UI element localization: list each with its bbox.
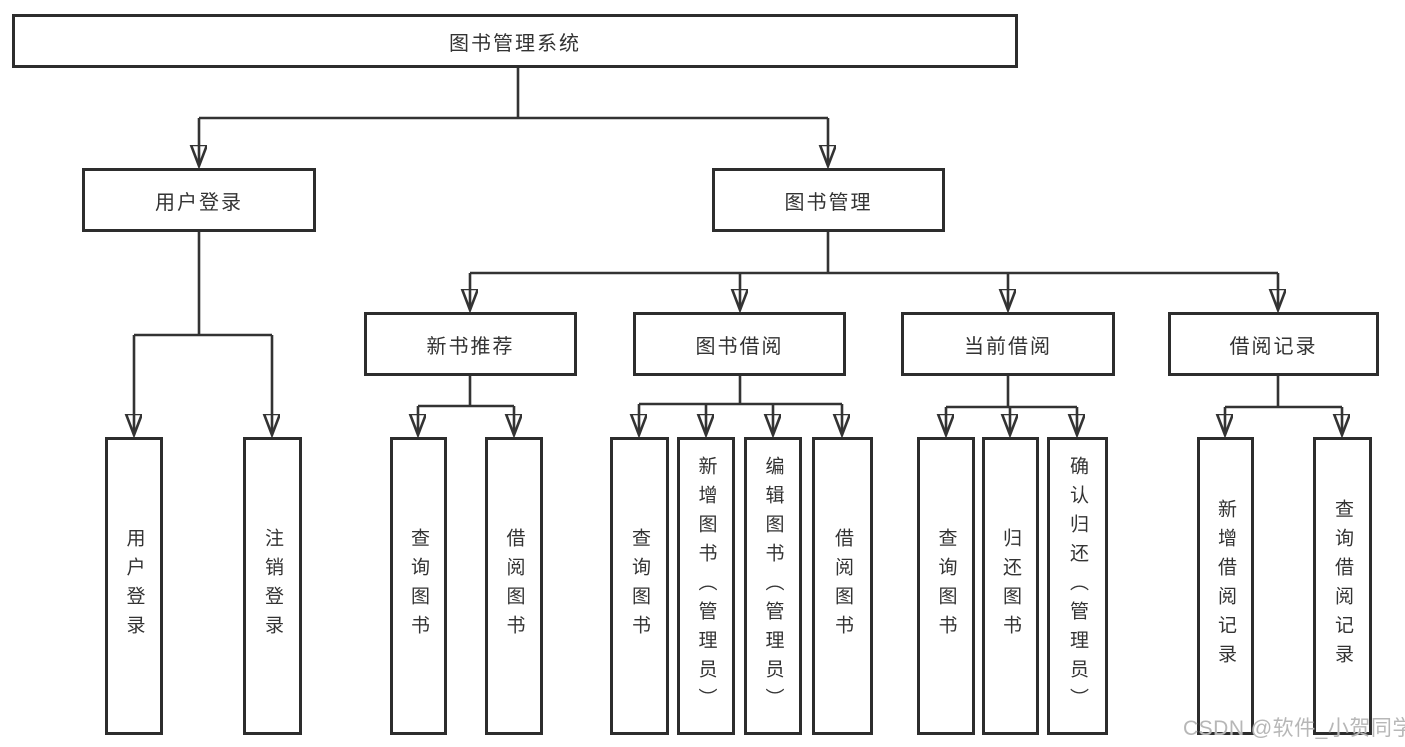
- leaf-logout: 注销登录: [243, 437, 302, 735]
- leaf-bb-add-books-admin: 新增图书（管理员）: [677, 437, 735, 735]
- node-user-login: 用户登录: [82, 168, 316, 232]
- node-book-management-label: 图书管理: [784, 191, 873, 214]
- leaf-nbr-borrow-books: 借阅图书: [485, 437, 543, 735]
- node-user-login-label: 用户登录: [155, 191, 243, 214]
- node-borrow-records-label: 借阅记录: [1229, 335, 1318, 358]
- connector-borrow-records-children: [1225, 376, 1342, 435]
- leaf-bb-query-books: 查询图书: [610, 437, 669, 735]
- watermark: CSDN @软件_小贺同学: [1183, 717, 1405, 740]
- leaf-br-query-record: 查询借阅记录: [1313, 437, 1372, 735]
- node-new-book-recommend-label: 新书推荐: [426, 335, 515, 358]
- leaf-bb-edit-books-admin: 编辑图书（管理员）: [744, 437, 802, 735]
- leaf-user-login: 用户登录: [105, 437, 163, 735]
- node-root: 图书管理系统: [12, 14, 1018, 68]
- connector-book-borrow-children: [639, 376, 842, 435]
- node-root-label: 图书管理系统: [449, 32, 581, 55]
- leaf-cb-return-books: 归还图书: [982, 437, 1039, 735]
- connector-book-management-children: [470, 232, 1278, 310]
- node-current-borrow-label: 当前借阅: [964, 335, 1052, 358]
- connector-new-book-recommend-children: [418, 376, 514, 435]
- node-book-borrow: 图书借阅: [633, 312, 846, 376]
- node-book-management: 图书管理: [712, 168, 945, 232]
- leaf-br-add-record: 新增借阅记录: [1197, 437, 1254, 735]
- node-new-book-recommend: 新书推荐: [364, 312, 577, 376]
- node-book-borrow-label: 图书借阅: [695, 335, 784, 358]
- leaf-bb-borrow-books: 借阅图书: [812, 437, 873, 735]
- connector-user-login-children: [134, 232, 272, 435]
- node-current-borrow: 当前借阅: [901, 312, 1115, 376]
- connector-root-to-level2: [199, 68, 828, 166]
- leaf-cb-confirm-return-admin: 确认归还（管理员）: [1047, 437, 1108, 735]
- connector-current-borrow-children: [946, 376, 1077, 435]
- leaf-cb-query-books: 查询图书: [917, 437, 975, 735]
- node-borrow-records: 借阅记录: [1168, 312, 1379, 376]
- leaf-nbr-query-books: 查询图书: [390, 437, 447, 735]
